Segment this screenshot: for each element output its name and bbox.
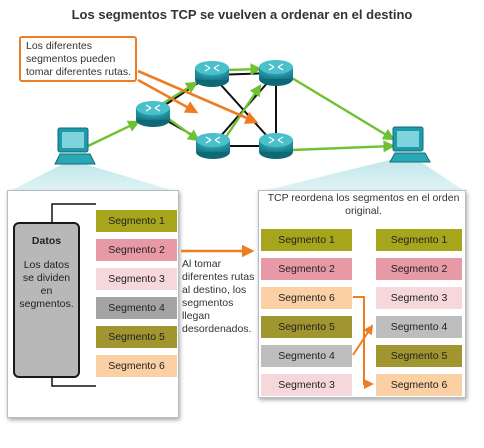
green-path-arrows	[87, 63, 396, 153]
data-block-title: Datos	[31, 235, 62, 247]
note-arrows	[137, 69, 259, 124]
segment-block: Segmento 3	[376, 287, 462, 309]
source-pc-icon	[54, 127, 96, 165]
reorder-arrows	[352, 296, 374, 389]
destination-projection	[259, 158, 466, 192]
segment-block: Segmento 1	[96, 210, 177, 232]
segment-block: Segmento 2	[96, 239, 177, 261]
data-block: Datos Los datos se dividen en segmentos.	[13, 222, 80, 378]
segment-bracket	[51, 203, 96, 387]
segment-block: Segmento 3	[261, 374, 352, 396]
router-icon	[196, 133, 230, 159]
diagram-title: Los segmentos TCP se vuelven a ordenar e…	[71, 7, 413, 22]
destination-pc-icon	[389, 126, 431, 163]
segment-block: Segmento 1	[376, 229, 462, 251]
router-icon	[259, 60, 293, 86]
segment-block: Segmento 5	[376, 345, 462, 367]
segment-block: Segmento 6	[376, 374, 462, 396]
segment-block: Segmento 2	[376, 258, 462, 280]
arrival-note: Al tomar diferentes rutas al destino, lo…	[182, 258, 255, 335]
router-icon	[195, 61, 229, 87]
segment-block: Segmento 5	[96, 326, 177, 348]
segment-block: Segmento 2	[261, 258, 352, 280]
reorder-title: TCP reordena los segmentos en el orden o…	[267, 192, 460, 217]
data-block-text: Los datos se dividen en segmentos.	[19, 259, 74, 310]
segment-block: Segmento 1	[261, 229, 352, 251]
segment-block: Segmento 5	[261, 316, 352, 338]
segment-block: Segmento 6	[261, 287, 352, 309]
routes-note: Los diferentes segmentos pueden tomar di…	[19, 36, 137, 82]
source-projection	[8, 163, 178, 192]
segment-block: Segmento 4	[261, 345, 352, 367]
router-icon	[136, 101, 170, 127]
router-icon	[259, 133, 293, 159]
segment-block: Segmento 4	[96, 297, 177, 319]
segment-block: Segmento 3	[96, 268, 177, 290]
segment-block: Segmento 6	[96, 355, 177, 377]
segment-block: Segmento 4	[376, 316, 462, 338]
